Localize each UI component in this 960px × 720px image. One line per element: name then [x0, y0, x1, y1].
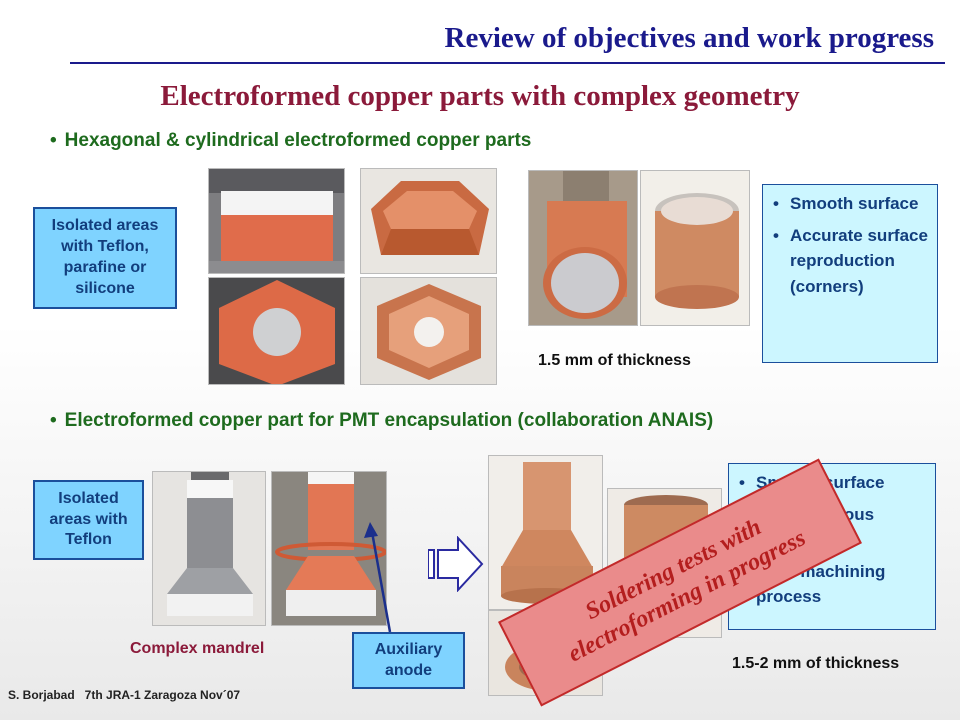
- copper-cylinder-photo: [640, 170, 750, 326]
- section1-isolated-areas-callout: Isolated areas with Teflon, parafine or …: [33, 207, 177, 309]
- electroformed-cylinder-end-photo: [528, 170, 638, 326]
- note-item: Accurate surface reproduction (corners): [771, 223, 929, 300]
- auxiliary-anode-callout: Auxiliary anode: [352, 632, 465, 689]
- teflon-covered-mandrel-photo: [271, 471, 387, 626]
- slide-subtitle: Electroformed copper parts with complex …: [160, 80, 800, 112]
- hexagonal-copper-tray-photo: [360, 277, 497, 385]
- header-divider: [70, 62, 945, 64]
- section1-bullet-text: Hexagonal & cylindrical electroformed co…: [64, 130, 532, 151]
- anode-pointer-arrow: [364, 522, 392, 633]
- section1-thickness-caption: 1.5 mm of thickness: [538, 352, 691, 369]
- note-item: Smooth surface: [771, 191, 929, 217]
- section2-bullet-text: Electroformed copper part for PMT encaps…: [64, 410, 714, 431]
- section2-thickness-caption: 1.5-2 mm of thickness: [732, 655, 900, 672]
- bullet-dot: •: [50, 410, 57, 431]
- slide-header-title: Review of objectives and work progress: [444, 22, 934, 54]
- block-arrow-right-icon: [428, 536, 484, 592]
- section1-bullet: • Hexagonal & cylindrical electroformed c…: [50, 130, 531, 152]
- bullet-dot: •: [50, 130, 57, 151]
- complex-mandrel-photo: [152, 471, 266, 626]
- section2-bullet: • Electroformed copper part for PMT encap…: [50, 410, 713, 432]
- hexagonal-copper-shell-photo: [360, 168, 497, 274]
- complex-mandrel-caption: Complex mandrel: [130, 640, 265, 657]
- slide-footer: S. Borjabad 7th JRA-1 Zaragoza Nov´07: [8, 688, 241, 702]
- section2-isolated-areas-callout: Isolated areas with Teflon: [33, 480, 144, 560]
- teflon-masked-cylinder-photo: [208, 168, 345, 274]
- hexagon-face-photo: [208, 277, 345, 385]
- section1-notes-box: Smooth surface Accurate surface reproduc…: [762, 184, 938, 363]
